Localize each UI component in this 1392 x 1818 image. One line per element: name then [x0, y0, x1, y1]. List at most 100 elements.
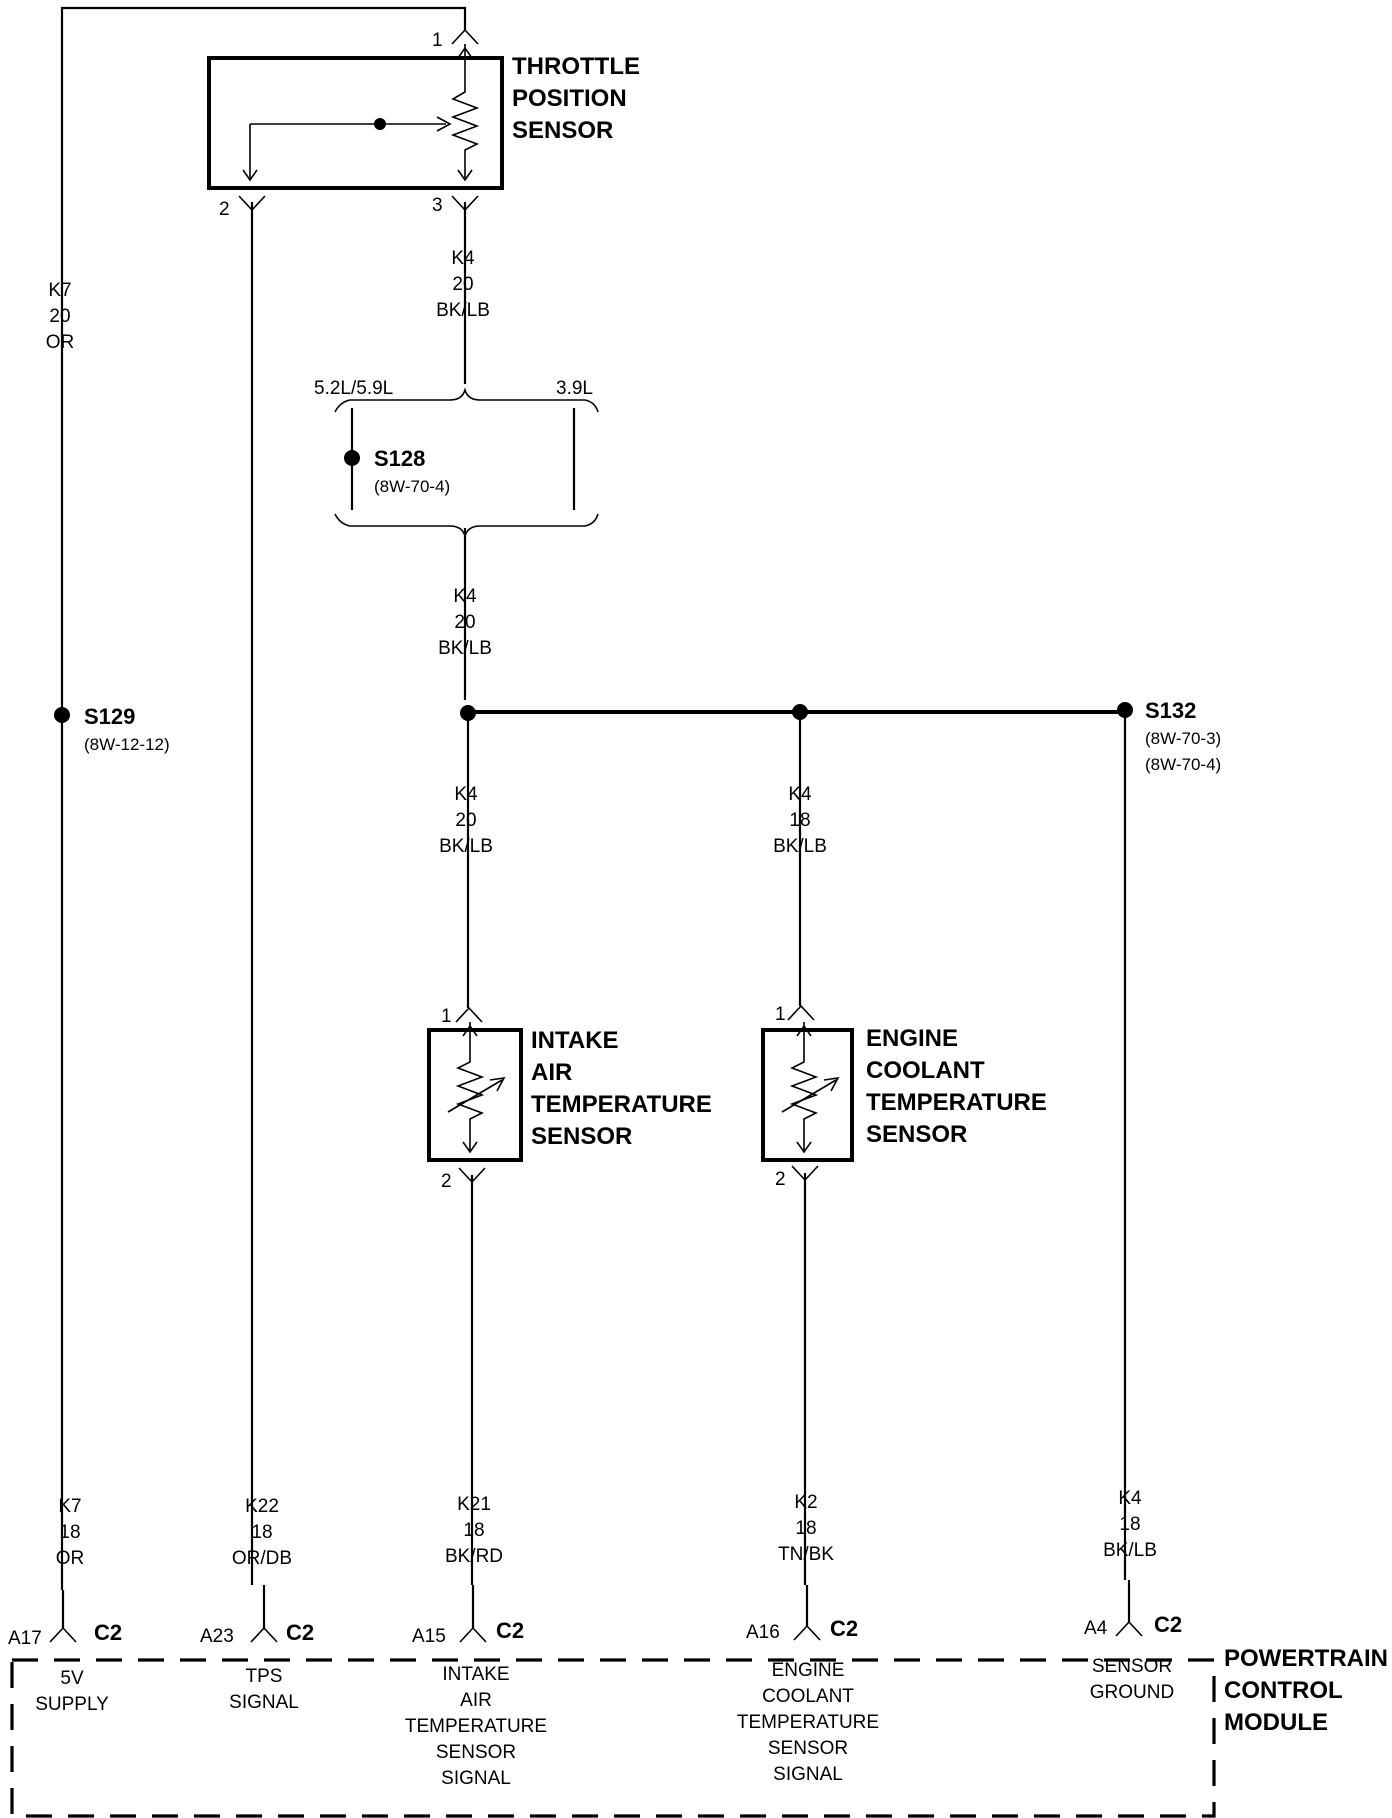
splice-s132-group: S132 (8W-70-3) (8W-70-4) [1117, 698, 1221, 774]
tps-title-line-2: POSITION [512, 85, 627, 112]
svg-text:20: 20 [452, 274, 473, 295]
ect-title-line-3: TEMPERATURE [866, 1089, 1047, 1116]
svg-text:INTAKE: INTAKE [442, 1664, 509, 1685]
engine-coolant-temperature-sensor: 1 2 ENGINE COOLANT TEMPERATURE SENSOR [761, 1004, 1047, 1190]
svg-text:BK/LB: BK/LB [436, 300, 490, 321]
pcm-label-5v-supply: 5V SUPPLY [35, 1668, 109, 1715]
svg-text:ENGINE: ENGINE [772, 1660, 845, 1681]
svg-text:K22: K22 [245, 1496, 279, 1517]
pcm-label-tps-signal: TPS SIGNAL [229, 1666, 299, 1713]
splice-s132-ref-1: (8W-70-3) [1145, 729, 1221, 748]
ect-pin-1: 1 [775, 1004, 786, 1025]
svg-text:20: 20 [49, 306, 70, 327]
svg-text:GROUND: GROUND [1090, 1682, 1174, 1703]
svg-text:C2: C2 [94, 1620, 122, 1645]
ect-title-line-4: SENSOR [866, 1121, 967, 1148]
svg-text:SENSOR: SENSOR [436, 1742, 516, 1763]
svg-text:SENSOR: SENSOR [768, 1738, 848, 1759]
iat-title-line-1: INTAKE [531, 1027, 619, 1054]
svg-text:C2: C2 [1154, 1612, 1182, 1637]
svg-text:AIR: AIR [460, 1690, 492, 1711]
svg-text:A16: A16 [746, 1622, 780, 1643]
svg-text:5V: 5V [60, 1668, 84, 1689]
label-k4-ground: K4 18 BK/LB [1103, 1488, 1157, 1561]
iat-title-line-4: SENSOR [531, 1123, 632, 1150]
svg-text:BK/LB: BK/LB [438, 638, 492, 659]
svg-text:COOLANT: COOLANT [762, 1686, 854, 1707]
svg-text:MODULE: MODULE [1224, 1709, 1328, 1736]
svg-text:C2: C2 [496, 1618, 524, 1643]
ect-box [761, 1028, 854, 1162]
svg-text:OR/DB: OR/DB [232, 1548, 292, 1569]
splice-s128: S128 [374, 446, 425, 471]
svg-text:SIGNAL: SIGNAL [441, 1768, 511, 1789]
svg-text:K4: K4 [454, 784, 478, 805]
svg-text:18: 18 [1119, 1514, 1140, 1535]
tps-pin-3: 3 [432, 195, 443, 216]
label-k4-mid: K4 20 BK/LB [438, 586, 492, 659]
tps-box [207, 56, 504, 190]
svg-text:SUPPLY: SUPPLY [35, 1694, 109, 1715]
svg-text:POWERTRAIN: POWERTRAIN [1224, 1645, 1388, 1672]
splice-s132: S132 [1145, 698, 1196, 723]
tps-pin-1: 1 [432, 30, 443, 51]
svg-text:OR: OR [46, 332, 75, 353]
svg-text:TN/BK: TN/BK [778, 1544, 834, 1565]
svg-text:18: 18 [463, 1520, 484, 1541]
label-k4-tps: K4 20 BK/LB [436, 248, 490, 321]
label-k7-upper: K7 20 OR [46, 280, 75, 353]
iat-title-line-3: TEMPERATURE [531, 1091, 712, 1118]
svg-text:SIGNAL: SIGNAL [229, 1692, 299, 1713]
svg-text:A17: A17 [8, 1628, 42, 1649]
label-k21: K21 18 BK/RD [445, 1494, 503, 1567]
splice-s129: S129 [84, 704, 135, 729]
pcm-pin-a4: A4 C2 [1084, 1580, 1182, 1639]
iat-title-line-2: AIR [531, 1059, 572, 1086]
wire-k7 [60, 6, 467, 1590]
iat-pin-1: 1 [441, 1006, 452, 1027]
svg-text:TPS: TPS [246, 1666, 283, 1687]
pcm-pin-a16: A16 C2 [746, 1585, 858, 1643]
tps-pin-2: 2 [219, 199, 230, 220]
svg-text:18: 18 [795, 1518, 816, 1539]
tps-title-line-1: THROTTLE [512, 53, 640, 80]
option-5-2l-5-9l: 5.2L/5.9L [314, 378, 393, 399]
throttle-position-sensor: 1 2 3 THROTTLE POSITION SENSOR [207, 28, 640, 220]
splice-s128-ref: (8W-70-4) [374, 477, 450, 496]
splice-s129-group: S129 (8W-12-12) [54, 704, 170, 754]
label-k7-lower: K7 18 OR [56, 1496, 85, 1569]
svg-text:OR: OR [56, 1548, 85, 1569]
option-3-9l: 3.9L [556, 378, 593, 399]
label-k22: K22 18 OR/DB [232, 1496, 292, 1569]
pcm-title: POWERTRAIN CONTROL MODULE [1224, 1645, 1388, 1736]
svg-text:K4: K4 [451, 248, 475, 269]
svg-text:K4: K4 [788, 784, 812, 805]
svg-text:K7: K7 [48, 280, 71, 301]
pcm-outline [10, 1658, 1216, 1818]
pcm-pin-a15: A15 C2 [412, 1585, 524, 1647]
engine-option-bracket: 5.2L/5.9L 3.9L S128 (8W-70-4) [314, 378, 599, 539]
svg-text:BK/LB: BK/LB [439, 836, 493, 857]
splice-s132-dot [1117, 702, 1133, 718]
svg-text:TEMPERATURE: TEMPERATURE [405, 1716, 547, 1737]
svg-text:A15: A15 [412, 1626, 446, 1647]
svg-text:K2: K2 [794, 1492, 817, 1513]
svg-text:A4: A4 [1084, 1618, 1108, 1639]
svg-text:K21: K21 [457, 1494, 491, 1515]
svg-text:18: 18 [59, 1522, 80, 1543]
pcm-pin-a23: A23 C2 [200, 1585, 314, 1647]
junction-k4-iat [460, 705, 476, 721]
ect-pin-2: 2 [775, 1169, 786, 1190]
pcm-label-iat-signal: INTAKE AIR TEMPERATURE SENSOR SIGNAL [405, 1664, 547, 1789]
label-k2: K2 18 TN/BK [778, 1492, 834, 1565]
svg-text:20: 20 [455, 810, 476, 831]
iat-pin-2: 2 [441, 1171, 452, 1192]
tps-title-line-3: SENSOR [512, 117, 613, 144]
svg-text:K4: K4 [453, 586, 477, 607]
junction-k4-ect [792, 704, 808, 720]
svg-text:TEMPERATURE: TEMPERATURE [737, 1712, 879, 1733]
pcm-label-sensor-ground: SENSOR GROUND [1090, 1656, 1174, 1703]
label-k4-iat: K4 20 BK/LB [439, 784, 493, 857]
intake-air-temperature-sensor: 1 2 INTAKE AIR TEMPERATURE SENSOR [427, 1006, 712, 1192]
